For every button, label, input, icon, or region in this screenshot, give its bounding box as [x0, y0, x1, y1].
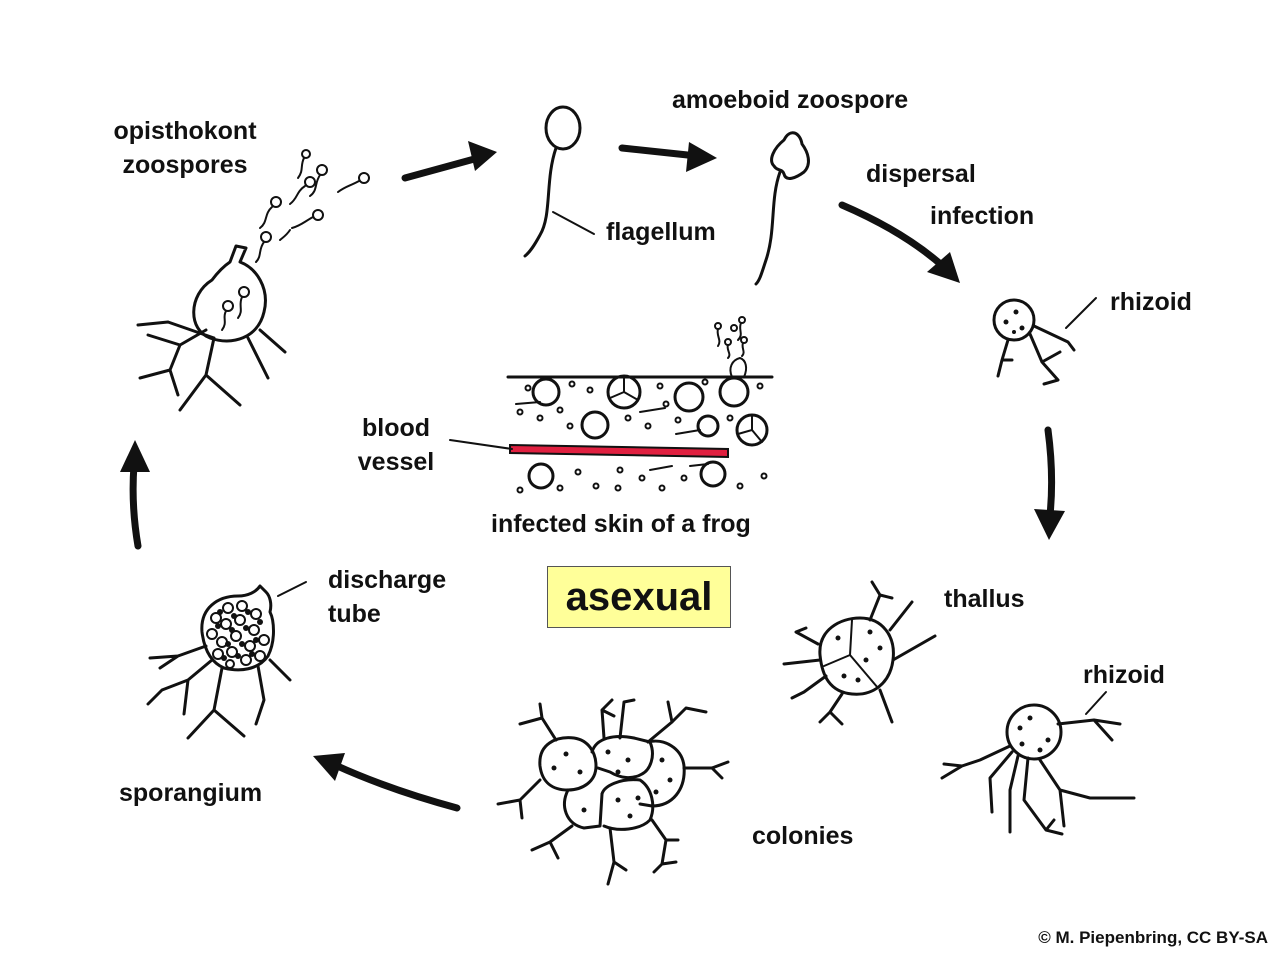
arrow-zoospores-to-flagellate [401, 141, 497, 182]
label-thallus: thallus [944, 585, 1025, 613]
label-discharge-tube: discharge tube [328, 566, 447, 628]
infected-skin-drawing [449, 316, 774, 494]
arrow-rhizoid-to-thallus [1034, 426, 1065, 540]
cycle-arrows [120, 141, 1065, 812]
colonies-drawing [496, 698, 730, 886]
asexual-label-box: asexual [547, 566, 731, 628]
label-dispersal: dispersal [866, 160, 976, 188]
asexual-label: asexual [565, 574, 713, 619]
label-infected-skin: infected skin of a frog [491, 510, 751, 538]
releasing-sporangium-drawing [136, 149, 370, 412]
copyright-credit: © M. Piepenbring, CC BY-SA [1038, 928, 1268, 947]
label-colonies: colonies [752, 822, 854, 850]
label-infection: infection [930, 202, 1035, 230]
germinating-zoospore-drawing [992, 297, 1097, 386]
arrow-colonies-to-sporangium [313, 753, 461, 812]
flagellate-zoospore-drawing [523, 105, 595, 258]
label-blood-vessel: blood vessel [357, 414, 435, 476]
label-flagellum: flagellum [606, 218, 716, 246]
label-rhizoid-bottom: rhizoid [1083, 661, 1165, 689]
arrow-sporangium-to-zoospores [120, 440, 150, 550]
blood-vessel-drawing [509, 443, 729, 459]
thallus-drawing [782, 580, 937, 726]
label-amoeboid-zoospore: amoeboid zoospore [672, 86, 909, 114]
arrow-dispersal-infection [838, 201, 960, 283]
amoeboid-zoospore-drawing [754, 131, 810, 286]
label-rhizoid-top: rhizoid [1110, 288, 1192, 316]
label-sporangium: sporangium [119, 779, 263, 807]
label-opisthokont-zoospores: opisthokont zoospores [113, 117, 257, 179]
rhizoid-thallus-drawing [940, 691, 1136, 836]
sporangium-drawing [146, 581, 307, 740]
arrow-flagellate-to-amoeboid [618, 142, 717, 172]
